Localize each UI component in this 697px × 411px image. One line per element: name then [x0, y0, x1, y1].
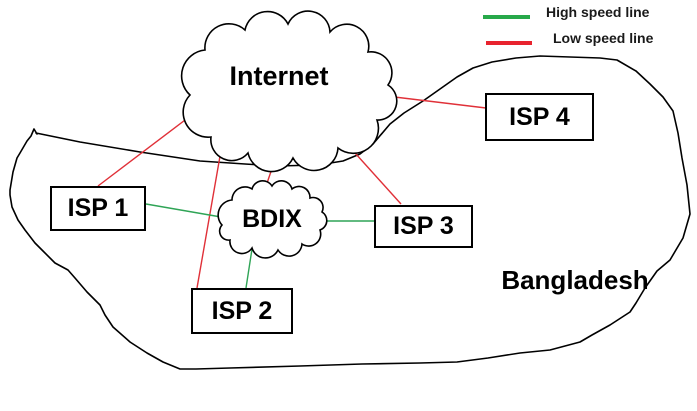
node-label-isp3: ISP 3 [393, 212, 454, 240]
node-box-isp4: ISP 4 [485, 93, 594, 141]
node-label-isp1: ISP 1 [67, 194, 129, 222]
internet-cloud-label: Internet [229, 61, 329, 91]
country-label: Bangladesh [501, 265, 649, 295]
node-label-isp2: ISP 2 [211, 296, 273, 325]
node-label-isp4: ISP 4 [509, 102, 570, 131]
node-box-isp3: ISP 3 [374, 205, 473, 248]
bdix-cloud [217, 180, 328, 259]
bangladesh-border [9, 55, 691, 370]
low-speed-line-internet-isp2 [196, 138, 224, 289]
legend-low-speed-label: Low speed line [553, 30, 654, 46]
internet-cloud [180, 10, 398, 173]
legend-high-speed-label: High speed line [546, 4, 650, 20]
node-box-isp1: ISP 1 [50, 186, 146, 231]
low-speed-line-internet-isp1 [97, 113, 194, 187]
bdix-cloud-label: BDIX [242, 205, 302, 233]
high-speed-line-bdix-isp2 [245, 248, 253, 289]
node-box-isp2: ISP 2 [191, 288, 293, 334]
high-speed-line-isp1-bdix [145, 203, 222, 218]
